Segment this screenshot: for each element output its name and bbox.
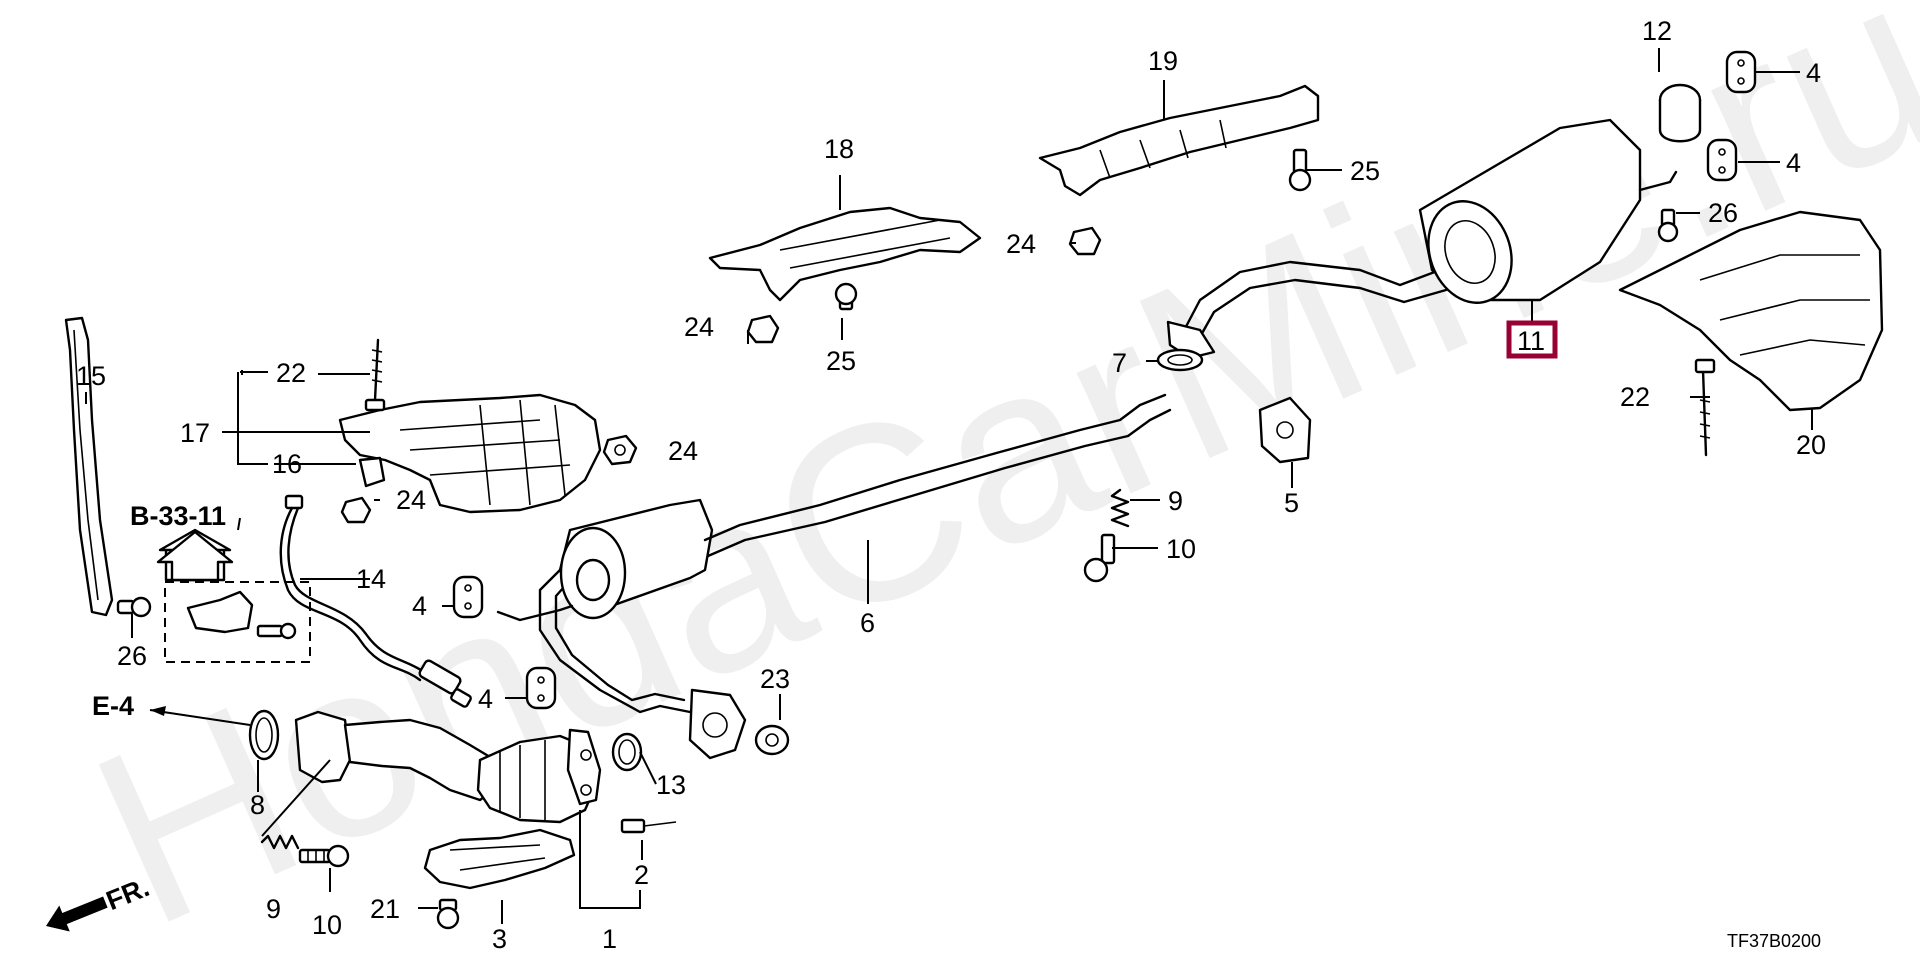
part-24-nut-a[interactable] [602, 434, 638, 466]
callout-10-left[interactable]: 10 [312, 910, 342, 940]
reference-box-b-33-11 [164, 581, 311, 663]
part-4-rubber-mount-a[interactable] [452, 575, 484, 619]
callout-4-c[interactable]: 4 [1806, 58, 1821, 88]
part-7-gasket[interactable] [1156, 348, 1204, 372]
reference-e-4[interactable]: E-4 [92, 691, 134, 721]
callout-14[interactable]: 14 [356, 564, 386, 594]
part-10-bolt-left[interactable] [298, 844, 350, 868]
part-23-nut[interactable] [754, 724, 790, 756]
callout-6[interactable]: 6 [860, 608, 875, 638]
part-18-heat-shield[interactable] [708, 206, 982, 302]
part-5-hanger[interactable] [1258, 396, 1312, 464]
part-11-muffler[interactable] [1166, 118, 1678, 360]
part-26-bolt-left[interactable] [116, 596, 152, 618]
part-4-rubber-mount-c[interactable] [1725, 50, 1757, 94]
callout-24-c[interactable]: 24 [684, 312, 714, 342]
callout-13[interactable]: 13 [656, 770, 686, 800]
callout-24-a[interactable]: 24 [668, 436, 698, 466]
front-arrow-icon [46, 896, 108, 932]
callout-9-left[interactable]: 9 [266, 894, 281, 924]
callout-12[interactable]: 12 [1642, 16, 1672, 46]
part-8-gasket[interactable] [248, 709, 280, 761]
part-22-bolt-right[interactable] [1694, 358, 1716, 457]
part-14-oxygen-sensor[interactable] [279, 494, 472, 708]
callout-8[interactable]: 8 [250, 790, 265, 820]
callout-5[interactable]: 5 [1284, 488, 1299, 518]
part-16-clip[interactable] [358, 456, 386, 488]
callout-20[interactable]: 20 [1796, 430, 1826, 460]
part-20-heat-shield[interactable] [1618, 210, 1884, 412]
callout-19[interactable]: 19 [1148, 46, 1178, 76]
part-26-bolt-right[interactable] [1657, 208, 1679, 243]
watermark-text: HondaCarMine.ru [58, 0, 1920, 960]
callout-24-d[interactable]: 24 [1006, 229, 1036, 259]
callout-26-left[interactable]: 26 [117, 641, 147, 671]
part-9-spring-right[interactable] [1110, 488, 1130, 528]
part-4-rubber-mount-b[interactable] [525, 666, 557, 710]
part-17-heat-shield[interactable] [338, 393, 602, 514]
callout-2[interactable]: 2 [634, 860, 649, 890]
part-25-bolt-a[interactable] [834, 282, 858, 311]
leader-lines [85, 48, 1813, 924]
callout-22-left[interactable]: 22 [276, 358, 306, 388]
part-24-nut-b[interactable] [340, 496, 372, 524]
sensor-bracket-detail [186, 590, 297, 640]
part-13-gasket[interactable] [611, 732, 643, 772]
diagram-code: TF37B0200 [1727, 931, 1821, 951]
front-direction-arrow: FR. [46, 872, 154, 932]
part-19-heat-shield[interactable] [1038, 84, 1320, 197]
part-2-bolt[interactable] [620, 818, 677, 834]
part-24-nut-d[interactable] [1068, 226, 1102, 256]
callout-9-right[interactable]: 9 [1168, 486, 1183, 516]
callout-17[interactable]: 17 [180, 418, 210, 448]
callout-4-d[interactable]: 4 [1786, 148, 1801, 178]
callout-25-b[interactable]: 25 [1350, 156, 1380, 186]
callout-15[interactable]: 15 [76, 361, 106, 391]
part-21-bolt[interactable] [436, 898, 460, 930]
callout-21[interactable]: 21 [370, 894, 400, 924]
callout-18[interactable]: 18 [824, 134, 854, 164]
callout-3[interactable]: 3 [492, 924, 507, 954]
callout-26-right[interactable]: 26 [1708, 198, 1738, 228]
part-22-bolt-left[interactable] [364, 338, 386, 412]
watermark: HondaCarMine.ru [58, 0, 1920, 960]
callout-23[interactable]: 23 [760, 664, 790, 694]
callouts: 15 26 B-33-11 E-4 22 17 16 24 24 14 4 4 … [76, 16, 1826, 954]
e-4-reference-arrow [149, 706, 251, 726]
callout-10-right[interactable]: 10 [1166, 534, 1196, 564]
callout-4-b[interactable]: 4 [478, 684, 493, 714]
callout-11[interactable]: 11 [1517, 326, 1545, 356]
callout-25-a[interactable]: 25 [826, 346, 856, 376]
part-3-heat-shield[interactable] [423, 828, 576, 890]
callout-11-highlight[interactable]: 11 [1506, 320, 1558, 359]
part-4-rubber-mount-d[interactable] [1706, 138, 1738, 182]
part-25-bolt-b[interactable] [1288, 148, 1312, 192]
callout-24-b[interactable]: 24 [396, 485, 426, 515]
callout-16[interactable]: 16 [272, 449, 302, 479]
part-24-nut-c[interactable] [746, 314, 780, 344]
callout-4-a[interactable]: 4 [412, 591, 427, 621]
part-15-bracket[interactable] [64, 316, 114, 617]
reference-b-33-11[interactable]: B-33-11 [130, 501, 226, 531]
callout-7[interactable]: 7 [1112, 348, 1127, 378]
part-6-middle-pipe[interactable] [496, 393, 1172, 760]
part-9-spring-left[interactable] [260, 834, 300, 850]
part-1-catalytic-converter[interactable] [294, 710, 602, 824]
callout-1[interactable]: 1 [602, 924, 617, 954]
callout-22-right[interactable]: 22 [1620, 382, 1650, 412]
part-12-clamp[interactable] [1658, 83, 1702, 143]
